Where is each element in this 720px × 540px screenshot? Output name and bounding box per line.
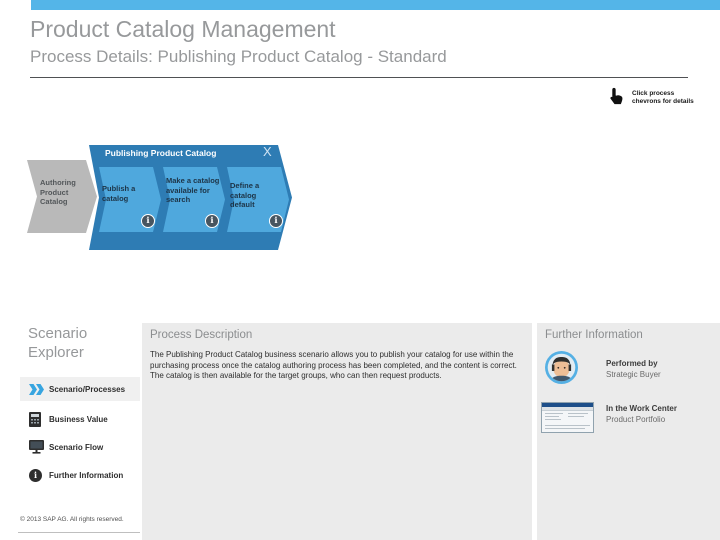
header-divider xyxy=(30,77,688,78)
page-subtitle: Process Details: Publishing Product Cata… xyxy=(30,47,447,66)
info-icon[interactable]: i xyxy=(141,214,155,228)
avatar xyxy=(545,351,578,384)
info-icon: i xyxy=(29,468,46,482)
thumbnail-titlebar xyxy=(542,403,593,407)
process-step-label: Define a catalog default xyxy=(230,181,260,209)
hint-line-2: chevrons for details xyxy=(632,98,694,105)
monitor-icon xyxy=(29,440,46,454)
sidebar-item-further-information[interactable]: i Further Information xyxy=(20,464,140,486)
double-chevron-icon xyxy=(29,383,46,395)
info-icon[interactable]: i xyxy=(205,214,219,228)
work-center-block: In the Work Center Product Portfolio xyxy=(606,403,677,425)
sidebar-item-label: Scenario Flow xyxy=(49,442,104,452)
hint-text: Click process chevrons for details xyxy=(632,90,694,106)
close-button[interactable]: X xyxy=(263,144,272,159)
hint: Click process chevrons for details xyxy=(608,85,708,113)
info-icon[interactable]: i xyxy=(269,214,283,228)
process-step-label: Publish a catalog xyxy=(102,184,136,203)
process-group-title: Publishing Product Catalog xyxy=(105,148,217,158)
sidebar-item-scenario-processes[interactable]: Scenario/Processes xyxy=(20,377,140,401)
hint-line-1: Click process xyxy=(632,90,675,97)
performed-by-label: Performed by xyxy=(606,359,658,368)
performed-by-value: Strategic Buyer xyxy=(606,370,661,379)
hand-pointer-icon xyxy=(610,87,623,105)
panel-divider xyxy=(532,323,537,528)
previous-process-chevron[interactable] xyxy=(27,160,97,233)
work-center-thumbnail xyxy=(541,402,594,433)
process-description-body: The Publishing Product Catalog business … xyxy=(150,350,517,380)
work-center-value: Product Portfolio xyxy=(606,415,666,424)
sidebar-bottom-divider xyxy=(18,532,140,533)
process-description-panel xyxy=(142,323,532,540)
process-flow: Publishing Product Catalog X Authoring P… xyxy=(20,140,310,255)
scenario-explorer-title: Scenario Explorer xyxy=(28,325,88,361)
work-center-label: In the Work Center xyxy=(606,404,677,413)
performed-by-block: Performed by Strategic Buyer xyxy=(606,358,661,380)
calculator-icon xyxy=(29,411,46,427)
previous-process-label: Authoring Product Catalog xyxy=(40,178,76,206)
sidebar-item-label: Scenario/Processes xyxy=(49,384,126,394)
sidebar-item-business-value[interactable]: Business Value xyxy=(20,408,140,430)
copyright-text: © 2013 SAP AG. All rights reserved. xyxy=(20,516,124,523)
thumbnail-toolbar xyxy=(542,407,593,411)
sidebar-item-label: Further Information xyxy=(49,470,124,480)
top-accent-bar xyxy=(31,0,720,10)
process-step-label: Make a catalog available for search xyxy=(166,176,220,204)
page-title: Product Catalog Management xyxy=(30,16,336,42)
process-description-heading: Process Description xyxy=(150,329,253,341)
sidebar-item-label: Business Value xyxy=(49,414,108,424)
further-information-heading: Further Information xyxy=(545,329,643,341)
sidebar-item-scenario-flow[interactable]: Scenario Flow xyxy=(20,436,140,458)
